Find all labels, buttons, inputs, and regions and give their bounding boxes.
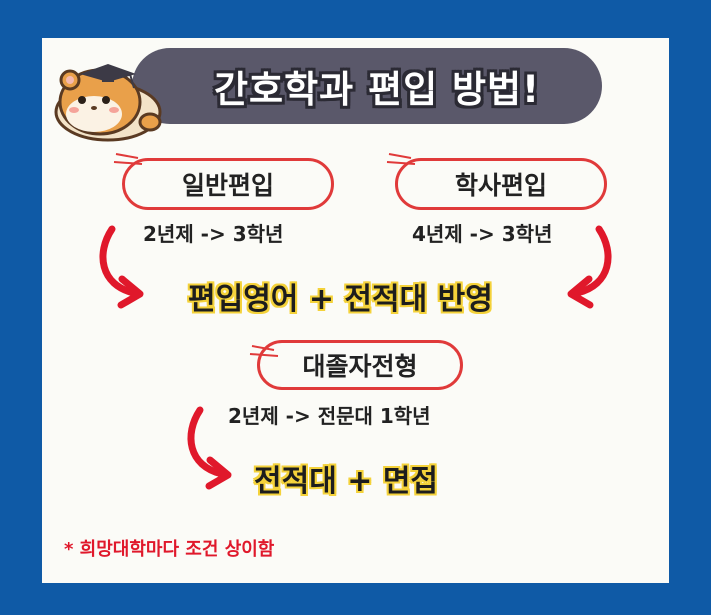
curved-arrow-icon (567, 225, 612, 309)
curved-arrow-icon (99, 225, 144, 309)
transfer-result: 편입영어 + 전적대 반영 (188, 282, 493, 317)
general-path-text: 2년제 -> 3학년 (143, 222, 284, 246)
category-general: 일반편입 (122, 158, 334, 210)
title-banner: 간호학과 편입 방법! (132, 48, 602, 124)
category-graduate-label: 대졸자전형 (302, 352, 418, 381)
infographic-card: 간호학과 편입 방법! 일반편입 학사편입 2년제 -> 3학년 4년제 -> … (42, 38, 669, 583)
bachelor-path-text: 4년제 -> 3학년 (412, 222, 553, 246)
curved-arrow-icon (187, 406, 232, 490)
footnote: * 희망대학마다 조건 상이함 (64, 539, 275, 560)
graduate-result: 전적대 + 면접 (254, 464, 439, 499)
category-graduate: 대졸자전형 (257, 340, 463, 390)
category-bachelor: 학사편입 (395, 158, 607, 210)
hamster-mascot-icon (54, 64, 162, 142)
category-general-label: 일반편입 (181, 171, 274, 200)
graduate-path-text: 2년제 -> 전문대 1학년 (228, 404, 431, 428)
page-title: 간호학과 편입 방법! (214, 68, 540, 111)
category-bachelor-label: 학사편입 (454, 171, 547, 200)
